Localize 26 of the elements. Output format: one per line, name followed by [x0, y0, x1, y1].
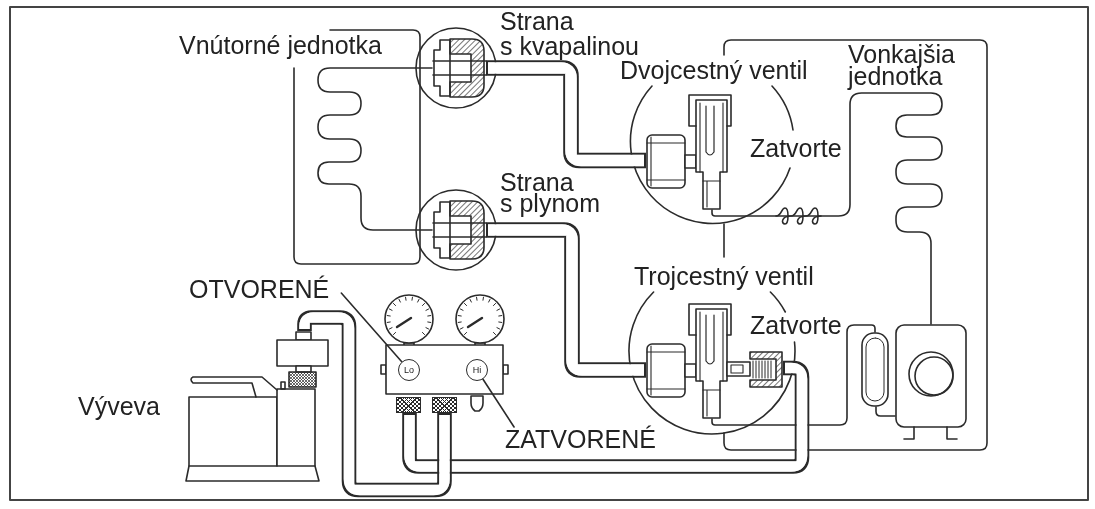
tube [486, 222, 646, 378]
valve-label: Dvojcestný ventil [620, 58, 808, 83]
flare-fitting-drawing [432, 200, 486, 260]
two-way-valve-drawing [646, 94, 732, 210]
compressor-drawing [895, 324, 967, 440]
instruction-label: Zatvorte [750, 136, 842, 161]
gauge-manifold [380, 294, 509, 414]
pipe-line [711, 92, 943, 325]
instruction-label: Zatvorte [750, 313, 842, 338]
tube [486, 60, 646, 169]
hose-connector [396, 397, 421, 413]
status-label: OTVORENÉ [189, 277, 342, 302]
side-label: Strana s kvapalinou [500, 9, 639, 59]
pipe-line [711, 324, 876, 426]
pipe-line [875, 406, 896, 417]
flare-fitting-drawing [432, 38, 486, 98]
vacuum-pump-drawing [185, 331, 329, 482]
unit-label: Vnútorné jednotka [179, 33, 382, 58]
status-label: ZATVORENÉ [505, 427, 656, 452]
hose-connector [432, 397, 457, 413]
pipe-line [317, 67, 433, 231]
pump-label: Výveva [78, 394, 160, 419]
accumulator-drawing [861, 332, 889, 407]
leader-line [340, 292, 403, 363]
valve-label: Trojcestný ventil [634, 264, 814, 289]
leader-line [482, 378, 515, 428]
